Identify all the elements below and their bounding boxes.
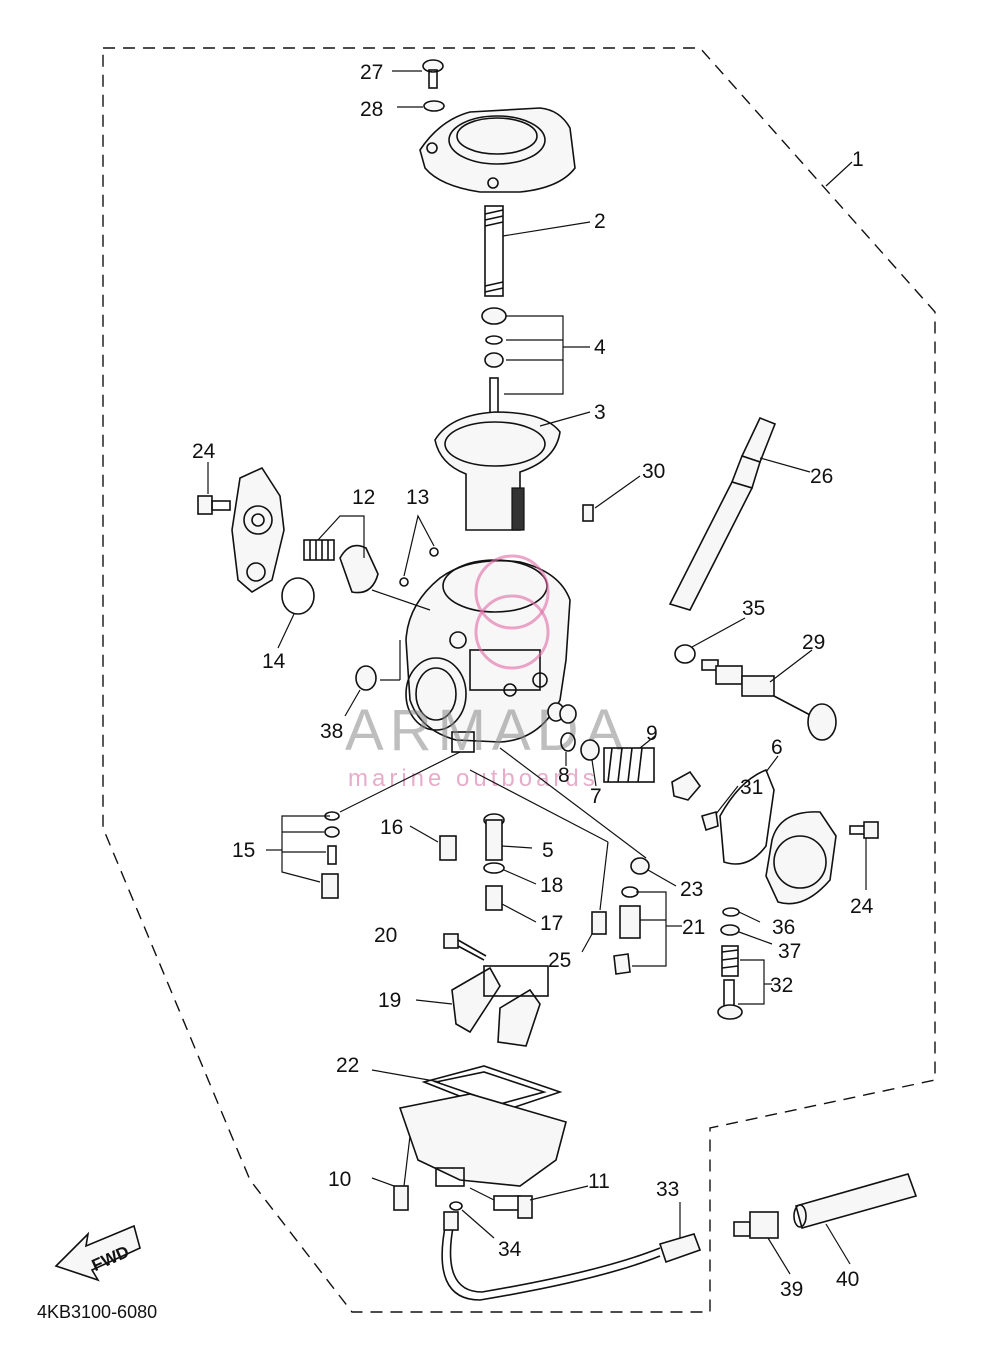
callout-4: 4 <box>594 336 606 359</box>
callout-25: 25 <box>548 949 571 972</box>
part-25-jet <box>469 769 609 953</box>
part-5-needle-jet <box>483 813 533 861</box>
part-35-oring <box>674 617 746 664</box>
callout-34: 34 <box>498 1238 522 1261</box>
callout-26: 26 <box>810 465 833 488</box>
callout-21: 21 <box>682 916 705 939</box>
part-24-screw-left <box>197 462 231 515</box>
part-15-jet-set <box>266 751 461 899</box>
part-14-oring <box>277 577 315 649</box>
part-left-cover <box>231 466 285 593</box>
part-31-bracket <box>671 770 739 832</box>
part-28-washer <box>397 100 445 112</box>
part-17-main-jet <box>485 885 537 923</box>
watermark-brand: ARMADA <box>345 698 629 763</box>
part-21-valve-set <box>613 886 682 975</box>
callout-11: 11 <box>588 1170 610 1193</box>
callout-14: 14 <box>262 650 286 673</box>
part-27-screw <box>392 59 444 89</box>
part-float-bowl <box>398 1093 567 1187</box>
callout-20: 20 <box>374 924 397 947</box>
callout-18: 18 <box>540 874 563 897</box>
callout-32: 32 <box>770 974 793 997</box>
assembly-boundary <box>102 47 936 1313</box>
callout-12: 12 <box>352 486 375 509</box>
part-19-float <box>415 965 549 1047</box>
callout-30: 30 <box>642 460 665 483</box>
part-32-screw-spring <box>717 945 772 1020</box>
callout-8: 8 <box>558 764 570 787</box>
part-10-screw <box>371 1135 411 1211</box>
part-30-screw <box>582 475 641 522</box>
callout-9: 9 <box>646 722 658 745</box>
part-11-drain-screw <box>469 1185 589 1219</box>
callout-3: 3 <box>594 401 606 424</box>
part-34-clip <box>449 1201 495 1239</box>
part-12-spring-cap <box>303 515 379 594</box>
part-29-screw-assembly <box>701 649 837 741</box>
callout-38: 38 <box>320 720 343 743</box>
callout-28: 28 <box>360 98 383 121</box>
part-37-washer <box>720 924 773 945</box>
callout-17: 17 <box>540 912 563 935</box>
part-2-spring <box>484 205 591 297</box>
callout-37: 37 <box>778 940 801 963</box>
callout-1: 1 <box>852 148 864 171</box>
callout-31: 31 <box>740 776 763 799</box>
part-carburetor-body <box>371 559 571 753</box>
part-13-clips <box>399 514 439 587</box>
part-8-oring <box>560 732 576 766</box>
callout-24a: 24 <box>192 440 216 463</box>
part-top-cover <box>419 107 576 193</box>
watermark: ARMADA marine outboards <box>345 554 629 792</box>
callout-7: 7 <box>590 785 602 808</box>
part-3-diaphragm-piston <box>434 411 591 531</box>
part-36-oring <box>722 907 761 923</box>
part-39-fitting <box>733 1211 791 1275</box>
callout-5: 5 <box>542 839 554 862</box>
callout-36: 36 <box>772 916 795 939</box>
part-23-cap <box>499 747 677 887</box>
callout-19: 19 <box>378 989 401 1012</box>
callout-2: 2 <box>594 210 606 233</box>
part-1-leader <box>825 161 853 187</box>
fwd-arrow-icon: FWD <box>54 1224 141 1282</box>
part-38-nut <box>344 665 377 717</box>
part-small-parts-center <box>547 702 577 724</box>
part-9-spring <box>603 735 656 783</box>
callout-35: 35 <box>742 597 765 620</box>
callout-10: 10 <box>328 1168 351 1191</box>
part-18-washer <box>483 862 537 885</box>
callout-40: 40 <box>836 1268 859 1291</box>
part-right-cover <box>765 811 837 905</box>
callout-39: 39 <box>780 1278 803 1301</box>
part-24-screw-right <box>849 821 879 890</box>
part-26-tube <box>668 416 811 611</box>
part-16-jet <box>409 825 457 861</box>
callout-27: 27 <box>360 61 383 84</box>
part-33-hose <box>441 1202 702 1301</box>
callout-16: 16 <box>380 816 403 839</box>
callout-33: 33 <box>656 1178 679 1201</box>
callout-13: 13 <box>406 486 429 509</box>
callout-22: 22 <box>336 1054 359 1077</box>
part-20-screw <box>443 933 487 961</box>
part-40-tube <box>793 1173 918 1265</box>
callout-6: 6 <box>771 736 783 759</box>
part-7-washer <box>580 739 600 787</box>
part-6-gasket <box>719 755 779 865</box>
callout-24b: 24 <box>850 895 874 918</box>
callout-23: 23 <box>680 878 703 901</box>
callout-29: 29 <box>802 631 825 654</box>
diagram-code: 4KB3100-6080 <box>37 1302 157 1322</box>
callout-15: 15 <box>232 839 255 862</box>
